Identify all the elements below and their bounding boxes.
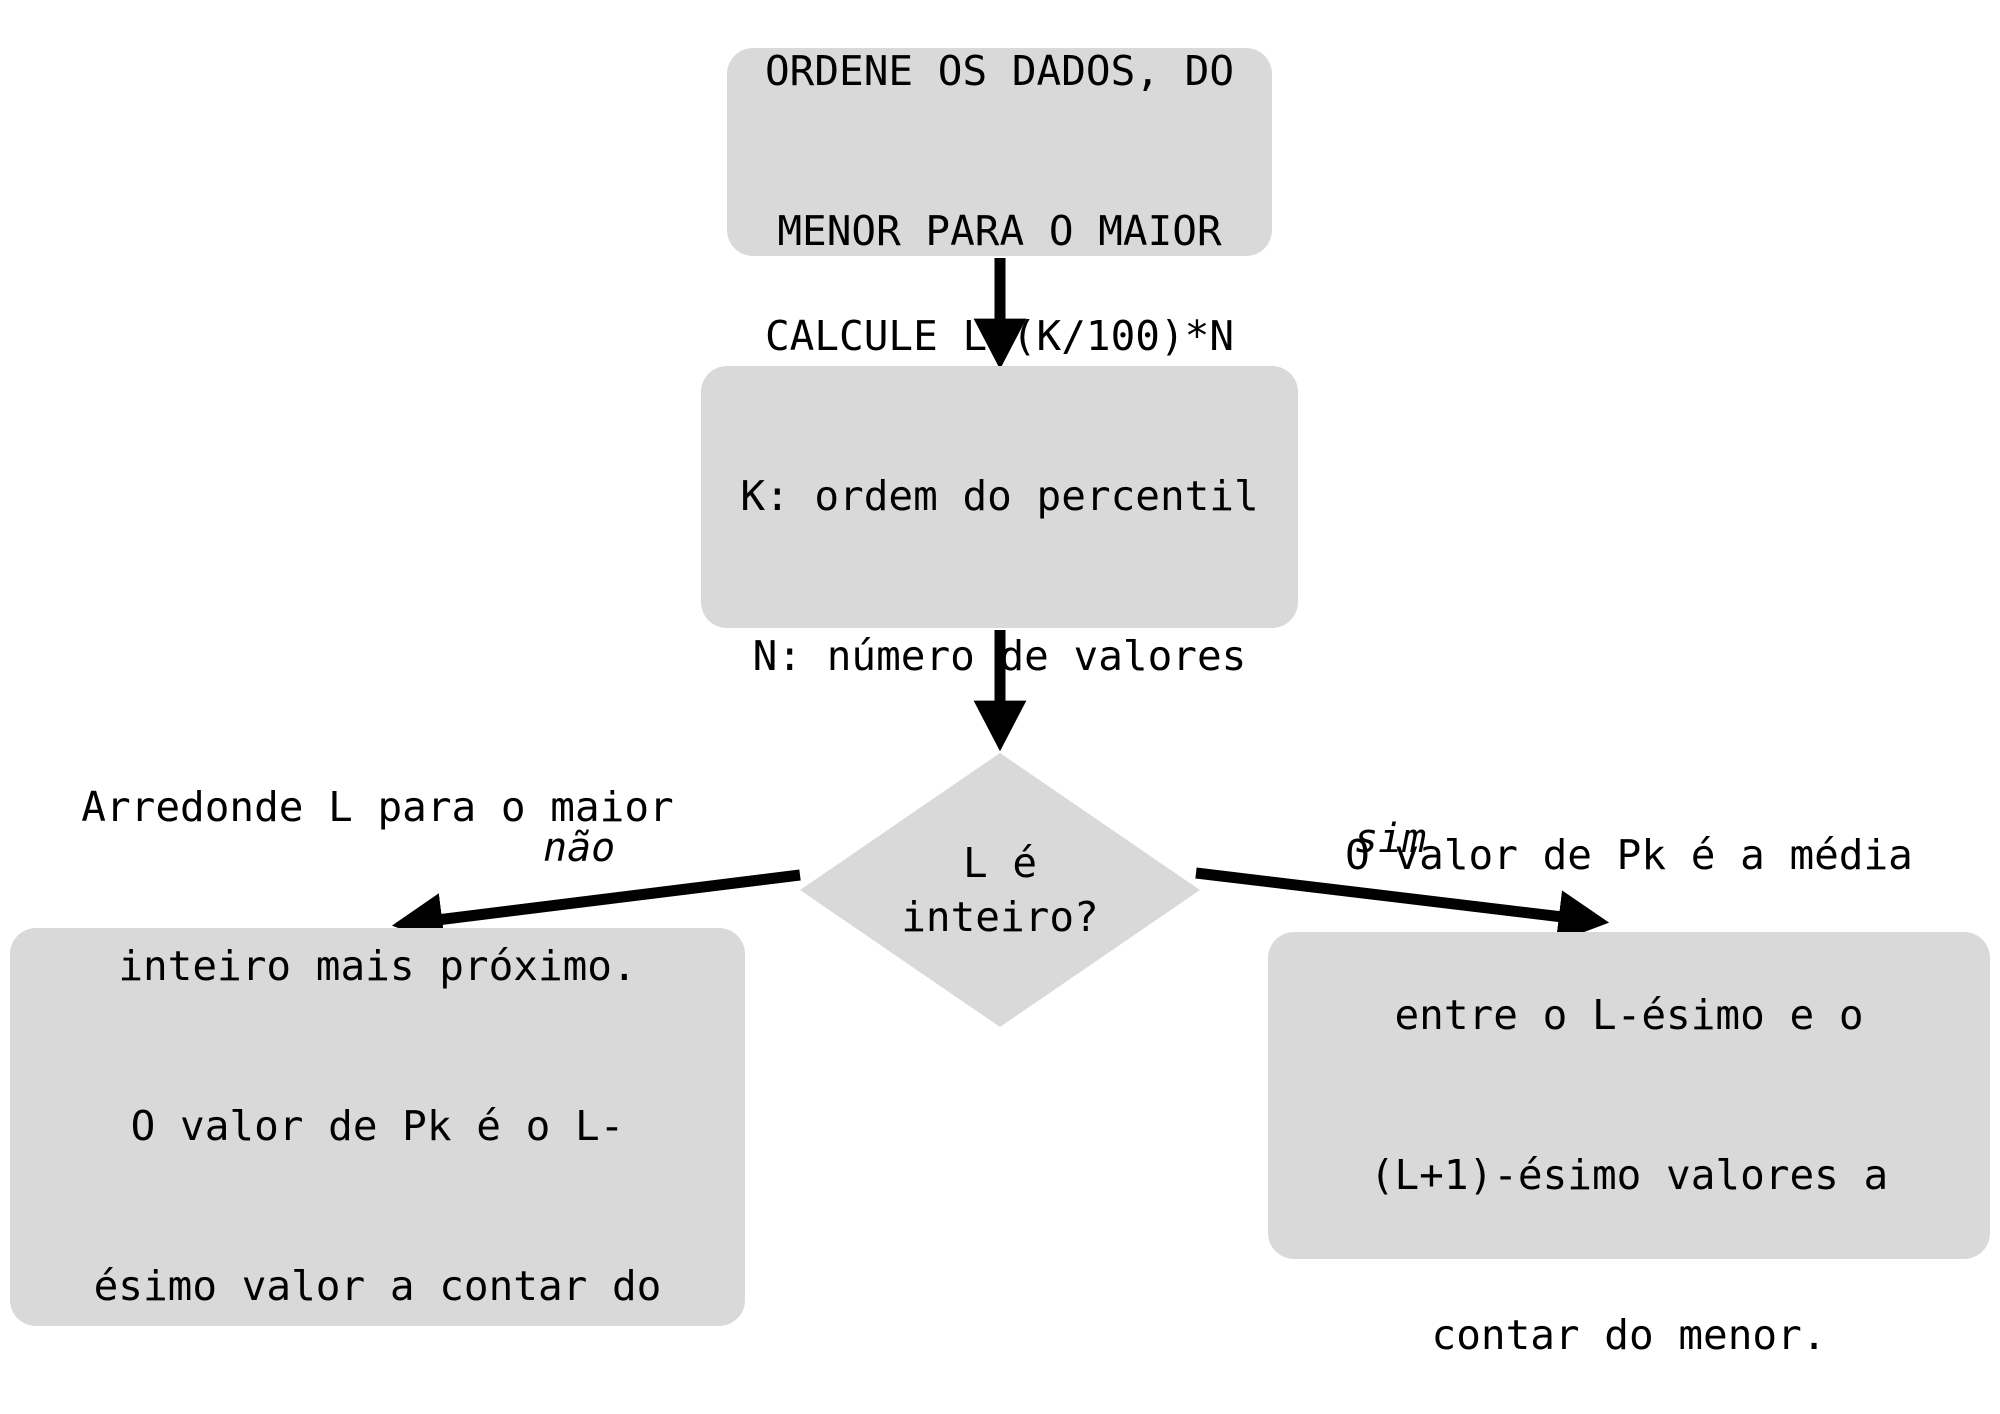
node-decision-l-e-inteiro[interactable]: L é inteiro? — [800, 753, 1200, 1027]
edge-label-nao: não — [543, 825, 616, 871]
node-round-down-line-1: Arredonde L para o maior — [81, 782, 674, 831]
node-media-l-esimo[interactable]: O valor de Pk é a média entre o L-ésimo … — [1268, 831, 1990, 1359]
node-decision-line-2: inteiro? — [901, 893, 1099, 941]
edge-label-sim: sim — [1354, 816, 1427, 862]
node-start-line-1: ORDENE OS DADOS, DO — [765, 47, 1234, 96]
node-average-text: O valor de Pk é a média entre o L-ésimo … — [1268, 722, 1990, 1414]
node-start-text: ORDENE OS DADOS, DO MENOR PARA O MAIOR — [727, 0, 1272, 365]
node-calcule-l[interactable]: CALCULE L=(K/100)*N K: ordem do percenti… — [701, 312, 1298, 680]
node-round-down-line-2: inteiro mais próximo. — [118, 942, 637, 991]
node-round-down-line-3: O valor de Pk é o L- — [130, 1102, 625, 1151]
node-round-down-line-4: ésimo valor a contar do — [93, 1262, 662, 1311]
node-decision-line-1: L é — [962, 838, 1038, 887]
node-average-line-1: O valor de Pk é a média — [1345, 831, 1913, 880]
node-ordene-os-dados[interactable]: ORDENE OS DADOS, DO MENOR PARA O MAIOR — [727, 47, 1272, 256]
node-calculate-line-2: K: ordem do percentil — [740, 472, 1259, 521]
node-calculate-line-1: CALCULE L=(K/100)*N — [765, 312, 1234, 361]
node-average-line-3: (L+1)-ésimo valores a — [1369, 1150, 1889, 1199]
node-start-line-2: MENOR PARA O MAIOR — [777, 207, 1222, 256]
node-arredonde-l[interactable]: Arredonde L para o maior inteiro mais pr… — [10, 783, 745, 1326]
node-average-line-2: entre o L-ésimo e o — [1394, 990, 1864, 1039]
node-average-line-4: contar do menor. — [1431, 1310, 1827, 1359]
node-calculate-line-3: N: número de valores — [752, 632, 1247, 681]
node-decision-text: L é inteiro? — [800, 753, 1200, 1027]
node-round-down-text: Arredonde L para o maior inteiro mais pr… — [10, 674, 745, 1414]
node-calculate-text: CALCULE L=(K/100)*N K: ordem do percenti… — [701, 204, 1298, 790]
